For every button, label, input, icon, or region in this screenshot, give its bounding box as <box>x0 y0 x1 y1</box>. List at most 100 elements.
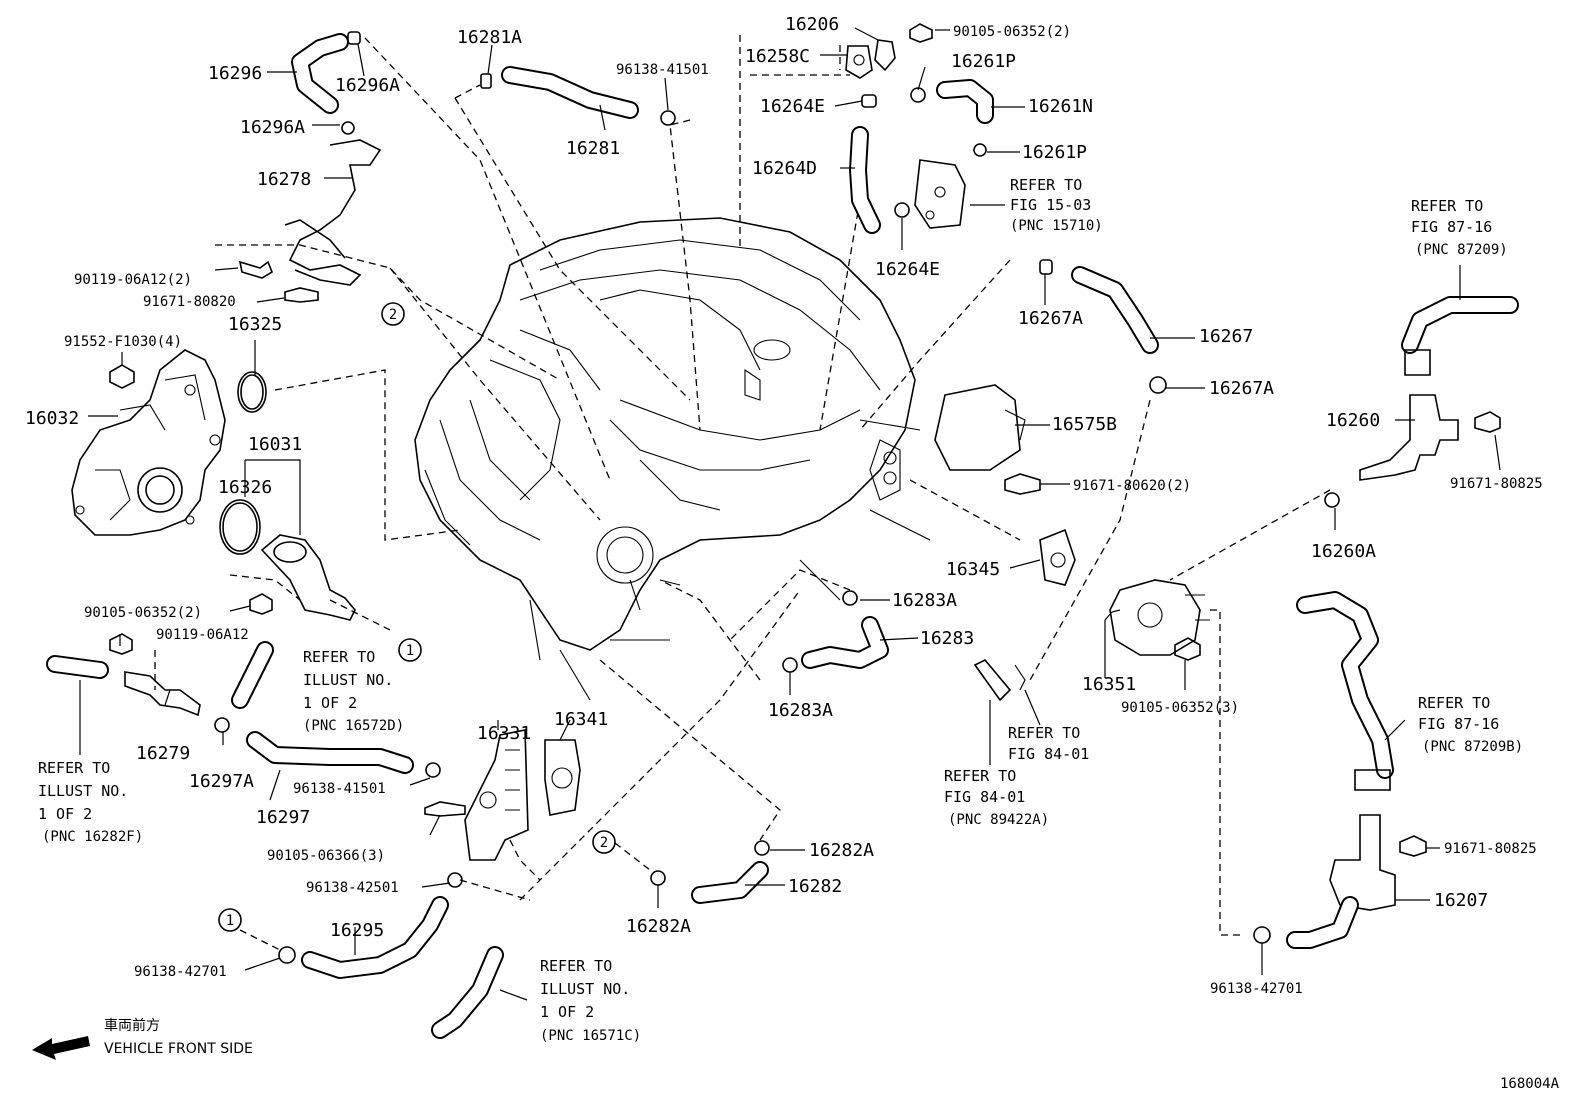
label-90105-06352-top[interactable]: 90105-06352(2) <box>953 24 1071 40</box>
bolt-91671-80620[interactable] <box>1004 473 1041 495</box>
label-16297[interactable]: 16297 <box>256 807 310 828</box>
label-91671-80825-a[interactable]: 91671-80825 <box>1450 476 1543 492</box>
label-16264E-b[interactable]: 16264E <box>875 259 940 280</box>
clamp-96138-41501-top[interactable] <box>660 110 676 126</box>
refer-illust-16571C[interactable]: REFER TO ILLUST NO. 1 OF 2 (PNC 16571C) <box>540 957 641 1044</box>
label-16261P-b[interactable]: 16261P <box>1022 142 1087 163</box>
hose-16261N[interactable] <box>936 79 994 124</box>
label-16032[interactable]: 16032 <box>25 408 79 429</box>
label-16260[interactable]: 16260 <box>1326 410 1380 431</box>
gasket-16326[interactable] <box>219 499 261 555</box>
clamp-16283A-a[interactable] <box>842 590 858 606</box>
label-16206[interactable]: 16206 <box>785 14 839 35</box>
refer-fig-84-01-a[interactable]: REFER TO FIG 84-01 <box>1008 724 1089 763</box>
bolt-90105-06366[interactable] <box>424 801 466 817</box>
clamp-16296A[interactable] <box>341 121 355 135</box>
label-16296A[interactable]: 16296A <box>240 117 305 138</box>
pipe-16279[interactable] <box>124 671 201 717</box>
clamp-16264E-b[interactable] <box>894 202 910 218</box>
bolt-90119-06A12[interactable] <box>238 260 273 279</box>
hose-16296[interactable] <box>291 33 349 114</box>
hose-16297[interactable] <box>246 731 414 774</box>
label-16267A-a[interactable]: 16267A <box>1018 308 1083 329</box>
label-91671-80820[interactable]: 91671-80820 <box>143 294 236 310</box>
clamp-16283A-b[interactable] <box>782 657 798 673</box>
inlet-16031[interactable] <box>260 534 356 621</box>
clamp-16296A-top[interactable] <box>347 31 361 45</box>
clamp-96138-42501[interactable] <box>447 872 463 888</box>
clamp-96138-41501-bottom[interactable] <box>425 762 441 778</box>
clamp-16282A-a[interactable] <box>754 840 770 856</box>
label-16267[interactable]: 16267 <box>1199 326 1253 347</box>
clamp-16282A-b[interactable] <box>650 870 666 886</box>
hose-16283[interactable] <box>801 616 889 669</box>
label-16345[interactable]: 16345 <box>946 559 1000 580</box>
label-16261P-a[interactable]: 16261P <box>951 51 1016 72</box>
refer-illust-16282F[interactable]: REFER TO ILLUST NO. 1 OF 2 (PNC 16282F) <box>38 759 143 845</box>
clamp-16264E-a[interactable] <box>861 94 877 108</box>
bolt-90105-06352-2[interactable] <box>249 593 273 615</box>
clamp-16281A[interactable] <box>480 73 492 89</box>
label-16283[interactable]: 16283 <box>920 628 974 649</box>
gasket-16345[interactable] <box>1039 528 1076 586</box>
bolt-91671-80825-b[interactable] <box>1399 835 1427 857</box>
label-16296[interactable]: 16296 <box>208 63 262 84</box>
bolt-90105-06352-top[interactable] <box>909 23 933 43</box>
label-96138-42501[interactable]: 96138-42501 <box>306 880 399 896</box>
label-90105-06366[interactable]: 90105-06366(3) <box>267 848 385 864</box>
clamp-96138-42701-left[interactable] <box>278 946 296 964</box>
label-90105-06352-2[interactable]: 90105-06352(2) <box>84 605 202 621</box>
label-16295[interactable]: 16295 <box>330 920 384 941</box>
label-96138-42701-right[interactable]: 96138-42701 <box>1210 981 1303 997</box>
bolt-91552-F1030[interactable] <box>109 364 135 389</box>
label-96138-41501-bottom[interactable]: 96138-41501 <box>293 781 386 797</box>
bolt-90105-06352-3[interactable] <box>1174 637 1201 661</box>
label-16281A[interactable]: 16281A <box>457 27 522 48</box>
hose-16295[interactable] <box>301 896 449 979</box>
label-16282A-b[interactable]: 16282A <box>626 916 691 937</box>
label-16575B[interactable]: 16575B <box>1052 414 1117 435</box>
label-16260A[interactable]: 16260A <box>1311 541 1376 562</box>
refer-illust-16572D[interactable]: REFER TO ILLUST NO. 1 OF 2 (PNC 16572D) <box>303 648 404 734</box>
clamp-16297A[interactable] <box>214 717 230 733</box>
label-16279[interactable]: 16279 <box>136 743 190 764</box>
label-16258C[interactable]: 16258C <box>745 46 810 67</box>
clamp-16261P-a[interactable] <box>910 87 926 103</box>
refer-fig-15-03[interactable]: REFER TO FIG 15-03 (PNC 15710) <box>1010 176 1103 234</box>
label-96138-42701-left[interactable]: 96138-42701 <box>134 964 227 980</box>
label-16283A-b[interactable]: 16283A <box>768 700 833 721</box>
clamp-16267A-b[interactable] <box>1149 376 1167 394</box>
label-16207[interactable]: 16207 <box>1434 890 1488 911</box>
label-16331[interactable]: 16331 <box>477 723 531 744</box>
clamp-96138-42701-right[interactable] <box>1253 926 1271 944</box>
label-91671-80825-b[interactable]: 91671-80825 <box>1444 841 1537 857</box>
hose-16264D[interactable] <box>849 126 881 234</box>
hose-16282[interactable] <box>691 861 769 904</box>
clamp-16260A[interactable] <box>1324 492 1340 508</box>
pipe-16278[interactable] <box>284 139 382 286</box>
refer-fig-87-16-a[interactable]: REFER TO FIG 87-16 (PNC 87209) <box>1411 197 1508 258</box>
hose-16267[interactable] <box>1071 266 1159 354</box>
label-16326[interactable]: 16326 <box>218 477 272 498</box>
label-16264D[interactable]: 16264D <box>752 158 817 179</box>
hose-16281[interactable] <box>501 66 639 119</box>
gasket-16325[interactable] <box>237 371 267 413</box>
label-16282[interactable]: 16282 <box>788 876 842 897</box>
label-16267A-b[interactable]: 16267A <box>1209 378 1274 399</box>
label-96138-41501-top[interactable]: 96138-41501 <box>616 62 709 78</box>
label-16341[interactable]: 16341 <box>554 709 608 730</box>
refer-fig-84-01-b[interactable]: REFER TO FIG 84-01 (PNC 89422A) <box>944 767 1049 828</box>
bracket-16575B[interactable] <box>934 384 1026 471</box>
label-16296A-top[interactable]: 16296A <box>335 75 400 96</box>
label-16031[interactable]: 16031 <box>248 434 302 455</box>
clamp-16261P-b[interactable] <box>973 143 987 157</box>
label-91671-80620[interactable]: 91671-80620(2) <box>1073 478 1191 494</box>
label-90119-06A12[interactable]: 90119-06A12 <box>156 627 249 643</box>
water-pump-16032[interactable] <box>71 349 226 536</box>
housing-16331[interactable] <box>464 729 529 861</box>
gasket-16258C[interactable] <box>845 45 873 79</box>
flange-16206[interactable] <box>874 39 896 72</box>
label-90119-06A12-2[interactable]: 90119-06A12(2) <box>74 272 192 288</box>
gasket-16341[interactable] <box>544 739 581 816</box>
label-16283A-a[interactable]: 16283A <box>892 590 957 611</box>
